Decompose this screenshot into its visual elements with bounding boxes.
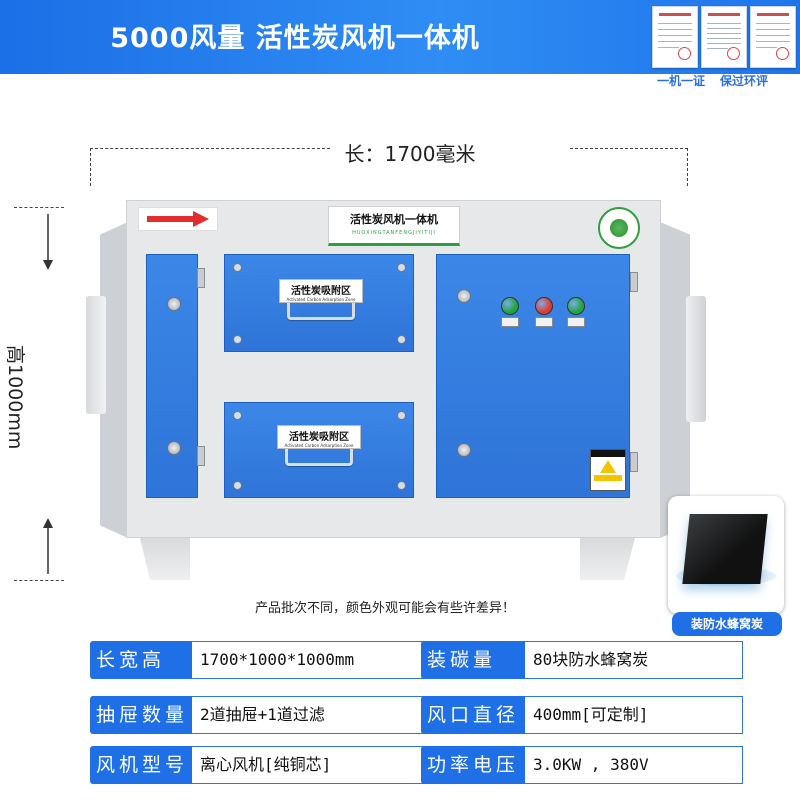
run-indicator-light[interactable] — [567, 297, 585, 315]
certificate-thumbnail-3[interactable] — [750, 6, 796, 68]
up-arrow-icon — [43, 518, 53, 574]
hinge-icon — [197, 446, 205, 466]
plate-subtitle: HUOXINGTANFENGJIYITIJI — [352, 230, 436, 236]
machine-leg-left — [140, 538, 190, 580]
machine-leg-right — [580, 538, 635, 580]
length-dim-tick-right — [687, 148, 688, 186]
down-arrow-icon — [43, 214, 53, 270]
length-dim-line-right — [570, 148, 688, 149]
airflow-arrow-icon — [138, 207, 218, 231]
cert-caption-eia: 保过环评 — [720, 74, 769, 88]
spec-value: 400mm[可定制] — [525, 696, 743, 734]
carbon-block-icon — [682, 514, 768, 584]
drawer-handle-icon[interactable] — [285, 449, 353, 466]
length-dimension-label: 长：1700毫米 — [344, 142, 476, 166]
spec-value: 80块防水蜂窝炭 — [525, 641, 743, 679]
machine-side-right — [660, 222, 690, 538]
light-tag — [501, 317, 519, 327]
environmental-logo-icon — [598, 207, 640, 249]
drawer-label-upper: 活性炭吸附区 Activated Carbon Adsorption Zone — [279, 279, 363, 303]
spec-key: 功率电压 — [421, 746, 525, 784]
drawer-label-lower: 活性炭吸附区 Activated Carbon Adsorption Zone — [277, 425, 361, 449]
spec-key: 长宽高 — [90, 641, 192, 679]
length-dim-line-left — [90, 148, 330, 149]
carbon-drawer-upper[interactable]: 活性炭吸附区 Activated Carbon Adsorption Zone — [224, 254, 414, 352]
stop-indicator-light[interactable] — [535, 297, 553, 315]
light-tag — [567, 317, 585, 327]
warning-triangle-icon — [600, 460, 616, 473]
light-tag — [535, 317, 553, 327]
color-disclaimer: 产品批次不同，颜色外观可能会有些许差异！ — [254, 601, 515, 616]
start-indicator-light[interactable] — [501, 297, 519, 315]
machine-name-plate: 活性炭风机一体机 HUOXINGTANFENGJIYITIJI — [328, 206, 460, 246]
page-title: 5000风量 活性炭风机一体机 — [110, 23, 480, 54]
door-lock-icon[interactable] — [167, 297, 181, 311]
cert-caption-one-machine: 一机一证 — [657, 74, 706, 88]
spec-key: 风机型号 — [90, 746, 192, 784]
hinge-icon — [630, 272, 638, 292]
hinge-icon — [630, 452, 638, 472]
height-dim-tick-bottom — [14, 580, 64, 581]
air-outlet-pipe — [686, 296, 706, 422]
carbon-caption: 装防水蜂窝炭 — [672, 612, 782, 636]
hinge-icon — [197, 268, 205, 288]
certificate-thumbnail-1[interactable] — [652, 6, 698, 68]
spec-key: 装碳量 — [421, 641, 525, 679]
length-dim-tick-left — [90, 148, 91, 186]
carbon-drawer-lower[interactable]: 活性炭吸附区 Activated Carbon Adsorption Zone — [224, 402, 414, 498]
spec-key: 风口直径 — [421, 696, 525, 734]
certificate-thumbnail-2[interactable] — [701, 6, 747, 68]
drawer-handle-icon[interactable] — [287, 303, 355, 320]
height-dim-tick-top — [14, 207, 64, 208]
danger-warning-sign — [590, 449, 626, 491]
air-inlet-pipe — [86, 296, 106, 414]
spec-key: 抽屉数量 — [90, 696, 192, 734]
filter-door[interactable] — [146, 254, 198, 498]
cabinet-lock-icon[interactable] — [457, 443, 471, 457]
plate-title: 活性炭风机一体机 — [350, 213, 438, 226]
height-dimension-label: 高1000mm — [4, 345, 26, 450]
honeycomb-carbon-image — [668, 496, 784, 614]
spec-value: 3.0KW , 380V — [525, 746, 743, 784]
door-lock-icon[interactable] — [167, 441, 181, 455]
cabinet-lock-icon[interactable] — [457, 289, 471, 303]
